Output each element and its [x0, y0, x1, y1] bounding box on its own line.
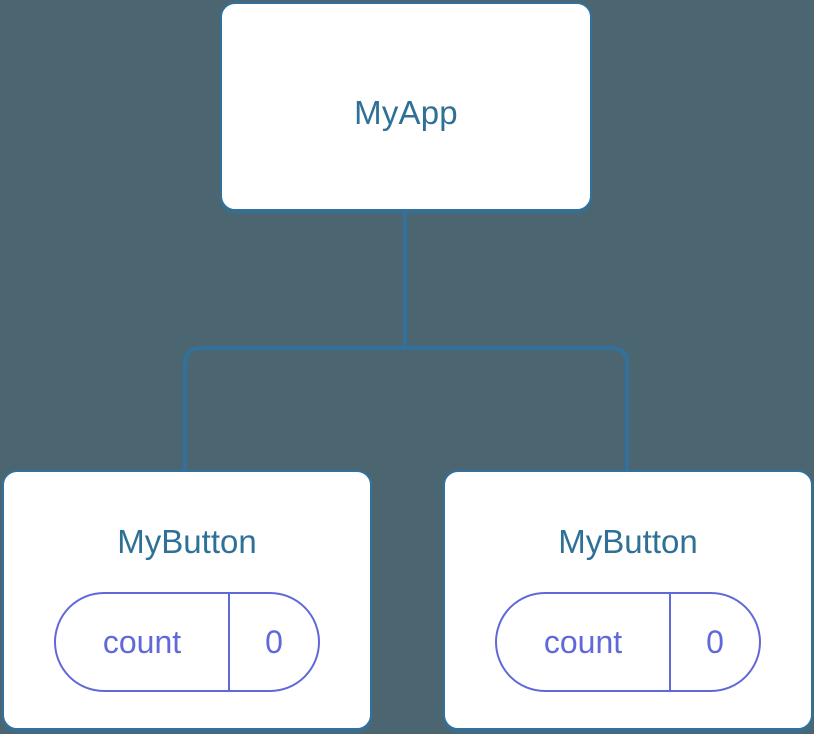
state-key-1: count: [497, 594, 671, 690]
node-mybutton-1[interactable]: MyButton count 0: [443, 470, 813, 730]
connector-branch-left: [183, 346, 405, 472]
node-myapp[interactable]: MyApp: [220, 2, 592, 211]
node-myapp-title: MyApp: [354, 94, 458, 131]
state-key-0: count: [56, 594, 230, 690]
state-pill-1[interactable]: count 0: [495, 592, 761, 692]
state-value-1: 0: [706, 624, 724, 660]
connector-branch-right: [405, 346, 629, 472]
node-mybutton-1-title: MyButton: [558, 523, 698, 560]
state-pill-0[interactable]: count 0: [54, 592, 320, 692]
state-value-0: 0: [265, 624, 283, 660]
node-mybutton-0[interactable]: MyButton count 0: [2, 470, 372, 730]
node-mybutton-0-title: MyButton: [117, 523, 257, 560]
